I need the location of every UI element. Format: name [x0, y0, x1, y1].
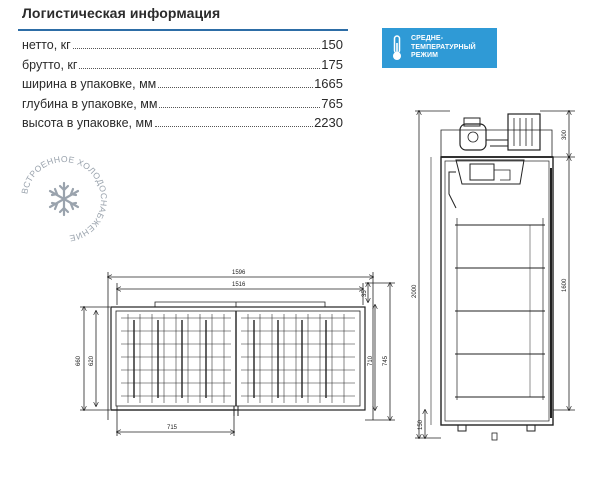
- badge-line: температурный: [411, 43, 476, 51]
- dim-top-offset: 35: [362, 290, 368, 297]
- dim-right-depth-a: 710: [368, 355, 374, 366]
- spec-value: 1665: [314, 76, 343, 91]
- dim-door-width: 715: [167, 425, 178, 431]
- dim-depth-inner: 620: [89, 355, 95, 366]
- spec-label: нетто, кг: [22, 38, 71, 52]
- dim-overall-height: 2000: [412, 284, 418, 298]
- dim-overall-width: 1596: [232, 270, 246, 276]
- spec-dots: [79, 67, 321, 69]
- spec-row-depth: глубина в упаковке, мм 765: [22, 96, 343, 116]
- thermometer-icon: [393, 35, 401, 60]
- spec-value: 150: [321, 37, 343, 52]
- spec-row-net: нетто, кг 150: [22, 37, 343, 57]
- spec-row-width: ширина в упаковке, мм 1665: [22, 76, 343, 96]
- dim-leg-height: 150: [418, 419, 424, 430]
- spec-list: нетто, кг 150 брутто, кг 175 ширина в уп…: [22, 37, 343, 135]
- badge-text: Средне- температурный режим: [411, 35, 476, 60]
- spec-label: высота в упаковке, мм: [22, 116, 153, 130]
- plan-view-labels: 1596 1516 35 660 620 710 745 715: [76, 270, 389, 431]
- spec-label: ширина в упаковке, мм: [22, 77, 157, 91]
- title-underline: [18, 29, 348, 31]
- spec-row-gross: брутто, кг 175: [22, 57, 343, 77]
- spec-label: глубина в упаковке, мм: [22, 96, 158, 111]
- built-in-cooling-seal: ВСТРОЕННОЕ ХОЛОДОСНАБЖЕНИЕ: [19, 154, 108, 244]
- snowflake-icon: [48, 181, 80, 217]
- spec-dots: [72, 48, 321, 49]
- spec-value: 2230: [314, 115, 343, 130]
- side-view-labels: 300 2000 1600 150: [412, 129, 568, 430]
- temperature-mode-badge: Средне- температурный режим: [382, 28, 497, 68]
- plan-view: [80, 272, 395, 436]
- spec-dots: [154, 126, 314, 127]
- dim-inner-width: 1516: [232, 282, 246, 288]
- spec-value: 765: [321, 95, 343, 111]
- spec-dots: [158, 87, 314, 88]
- page-title: Логистическая информация: [22, 5, 221, 21]
- dim-inner-height: 1600: [562, 278, 568, 292]
- badge-line: Средне-: [411, 35, 444, 43]
- dim-right-depth-b: 745: [383, 355, 389, 366]
- dim-top-unit: 300: [562, 129, 568, 140]
- spec-label: брутто, кг: [22, 57, 78, 72]
- spec-dots: [159, 106, 321, 108]
- side-view: [415, 111, 575, 441]
- spec-row-height: высота в упаковке, мм 2230: [22, 115, 343, 135]
- dim-depth-total: 660: [76, 355, 82, 366]
- spec-value: 175: [321, 56, 343, 72]
- badge-line: режим: [411, 52, 439, 60]
